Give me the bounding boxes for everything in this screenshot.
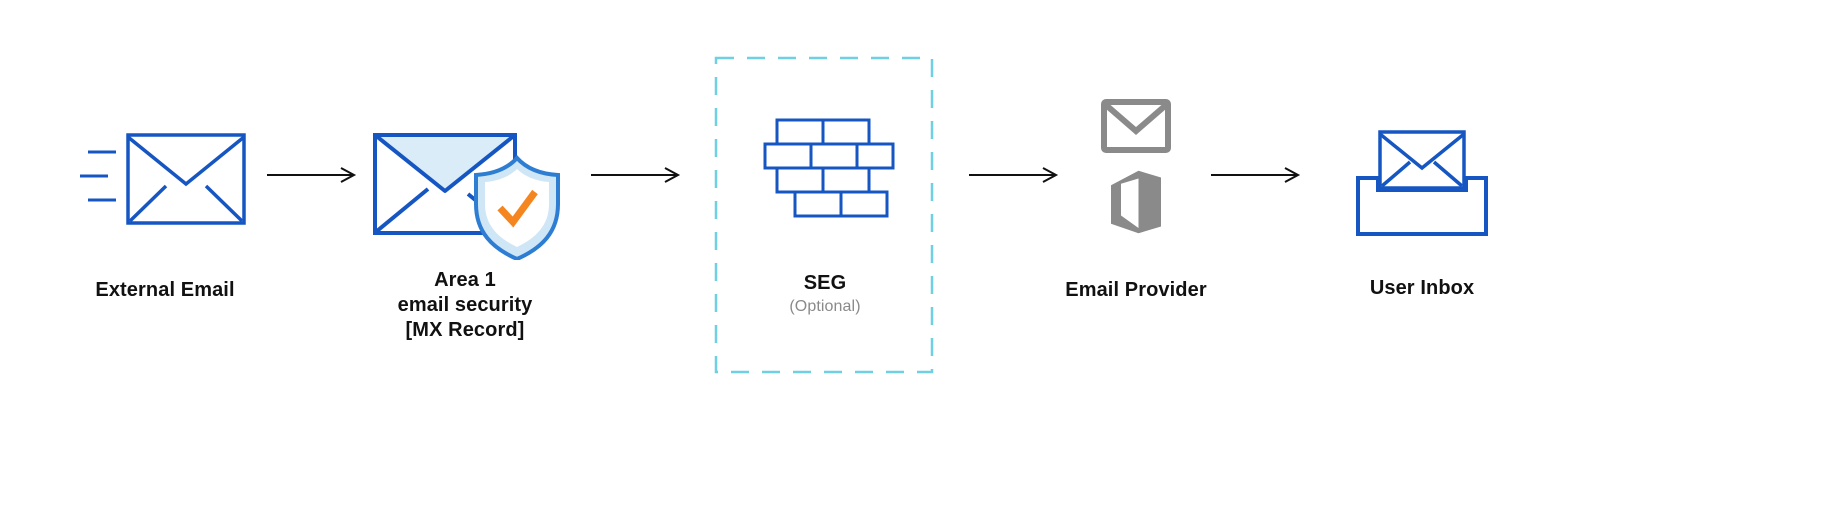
- area1-label-line2: email security: [397, 294, 533, 316]
- email-provider-label: Email Provider: [1065, 279, 1207, 301]
- arrow-right-icon: [969, 167, 1059, 183]
- dashed-optional-boundary: [714, 56, 934, 374]
- arrow-right-icon: [267, 167, 357, 183]
- gmail-icon: [1101, 99, 1171, 153]
- area1-email-security-label: Area 1 email security [MX Record]: [365, 268, 565, 343]
- area1-label-line3: [MX Record]: [405, 319, 525, 341]
- shield-check-icon: [474, 155, 560, 260]
- brick-wall-firewall-icon: [763, 118, 895, 218]
- arrow-right-icon: [591, 167, 681, 183]
- area1-label-line1: Area 1: [434, 269, 496, 291]
- inbox-tray-envelope-icon: [1356, 130, 1488, 236]
- speed-lines-icon: [80, 150, 116, 202]
- seg-optional-text: (Optional): [789, 298, 861, 315]
- envelope-shield-check-icon: [373, 133, 560, 260]
- seg-label-text: SEG: [803, 272, 847, 294]
- external-email-label: External Email: [95, 279, 235, 301]
- seg-label: SEG (Optional): [730, 271, 920, 318]
- arrow-right-icon: [1211, 167, 1301, 183]
- envelope-with-speed-lines-icon: [80, 133, 246, 225]
- check-icon: [497, 189, 538, 228]
- user-inbox-label: User Inbox: [1369, 277, 1475, 299]
- office-icon: [1111, 170, 1161, 234]
